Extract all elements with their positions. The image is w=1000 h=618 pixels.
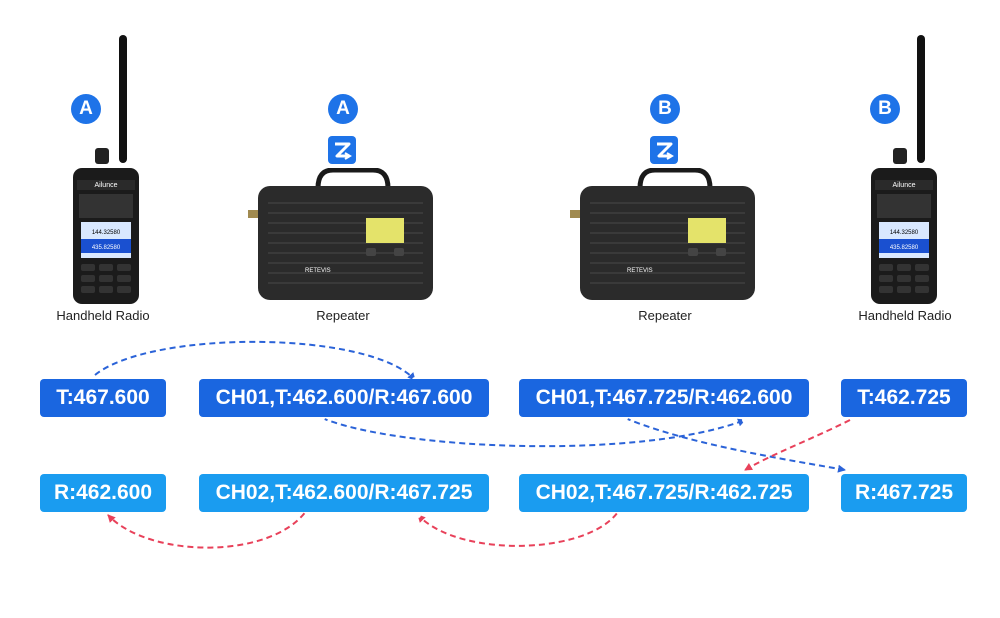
svg-text:435.82580: 435.82580 (890, 245, 919, 251)
repeater-a-ch01-box: CH01,T:462.600/R:467.600 (199, 379, 489, 417)
label-repeater-b: Repeater (638, 308, 692, 323)
arrow-repeater-a-to-radio-a (107, 504, 311, 549)
arrow-a-tx-to-repeater-a (94, 340, 416, 381)
link-z-icon (650, 136, 678, 164)
svg-text:144.32580: 144.32580 (890, 230, 919, 236)
repeater-b: RETEVIS (570, 168, 765, 303)
handheld-radio-b: Ailunce 144.32580 435.82580 (863, 30, 943, 305)
radio-b-tx-box: T:462.725 (841, 379, 967, 417)
arrow-repeater-b-to-repeater-a (417, 504, 623, 547)
label-handheld-radio-a: Handheld Radio (56, 308, 150, 323)
radio-a-rx-box: R:462.600 (40, 474, 166, 512)
brand-text: Ailunce (893, 182, 916, 189)
badge-b-repeater: B (650, 94, 680, 124)
arrow-b-tx-to-repeater-b (744, 419, 851, 471)
label-handheld-radio-b: Handheld Radio (858, 308, 952, 323)
radio-b-rx-box: R:467.725 (841, 474, 967, 512)
brand-text: Ailunce (95, 182, 118, 189)
link-z-icon (328, 136, 356, 164)
repeater-b-ch01-box: CH01,T:467.725/R:462.600 (519, 379, 809, 417)
svg-text:144.32580: 144.32580 (92, 230, 121, 236)
badge-a-repeater: A (328, 94, 358, 124)
badge-b-radio: B (870, 94, 900, 124)
label-repeater-a: Repeater (316, 308, 370, 323)
repeater-a-ch02-box: CH02,T:462.600/R:467.725 (199, 474, 489, 512)
svg-text:RETEVIS: RETEVIS (305, 268, 331, 274)
arrow-repeater-a-to-repeater-b (321, 417, 746, 448)
repeater-b-ch02-box: CH02,T:467.725/R:462.725 (519, 474, 809, 512)
repeater-a: RETEVIS (248, 168, 443, 303)
badge-a-radio: A (71, 94, 101, 124)
handheld-radio-a: Ailunce 144.32580 435.82580 (65, 30, 145, 305)
svg-text:435.82580: 435.82580 (92, 245, 121, 251)
svg-text:RETEVIS: RETEVIS (627, 268, 653, 274)
radio-a-tx-box: T:467.600 (40, 379, 166, 417)
arrow-repeater-b-to-radio-b (624, 417, 846, 473)
